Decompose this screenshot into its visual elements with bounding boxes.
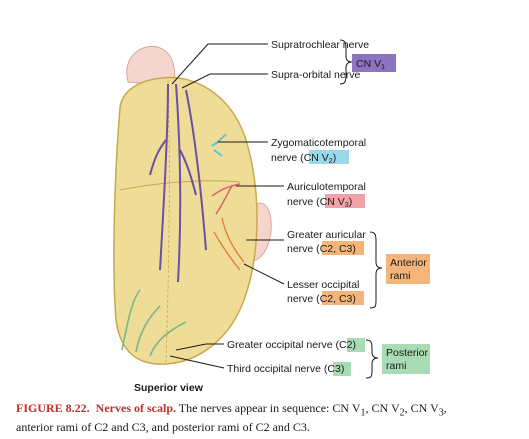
posterior-rami-label-line2: rami: [386, 360, 406, 372]
anterior-rami-label: Anterior: [390, 257, 427, 269]
figure-caption: FIGURE 8.22. Nerves of scalp. The nerves…: [16, 401, 524, 435]
lesser-occipital-label: Lesser occipital: [287, 279, 359, 291]
caption-line-2: anterior rami of C2 and C3, and posterio…: [16, 420, 310, 435]
caption-text-1: The nerves appear in sequence: CN V: [176, 401, 361, 415]
caption-sub-3: 3: [438, 407, 444, 419]
cn-v1-tag: CN V1: [356, 58, 385, 71]
zygomaticotemporal-label: Zygomaticotemporal: [271, 137, 366, 149]
anterior-rami-box: [386, 254, 430, 284]
auriculotemporal-label: Auriculotemporal: [287, 181, 366, 193]
cn-v1-nerves: [149, 83, 207, 283]
greater-auricular-label: Greater auricular: [287, 229, 366, 241]
posterior-rami-nerves: [121, 289, 187, 357]
cn-v1-box: [352, 54, 396, 72]
lesser-occipital-box: [322, 291, 364, 305]
third-occipital-label: Third occipital nerve (C3): [227, 363, 344, 375]
greater-occipital-label: Greater occipital nerve (C2): [227, 339, 356, 351]
greater-occipital-box: [347, 338, 365, 352]
posterior-rami-label: Posterior: [386, 347, 429, 359]
sagittal-suture: [165, 79, 170, 363]
supratrochlear-label: Supratrochlear nerve: [271, 39, 369, 51]
coronal-suture: [119, 180, 241, 191]
cn-v3-nerve: [211, 183, 241, 215]
cervical-anterior-nerves: [213, 217, 245, 271]
auriculotemporal-label-line2: nerve (CN V3): [287, 196, 352, 209]
anterior-rami-label-line2: rami: [390, 270, 410, 282]
lesser-occipital-label-line2: nerve (C2, C3): [287, 293, 356, 305]
third-occipital-box: [333, 362, 351, 376]
zygomaticotemporal-label-line2: nerve (CN V2): [271, 152, 336, 165]
view-label: Superior view: [134, 382, 204, 394]
caption-text-3: , CN V: [404, 401, 439, 415]
skull: [113, 76, 258, 365]
cn-v3-box: [325, 194, 365, 208]
caption-sub-1: 1: [360, 407, 366, 419]
nose-skin: [126, 45, 177, 87]
greater-auricular-box: [322, 241, 364, 255]
supraorbital-label: Supra-orbital nerve: [271, 69, 360, 81]
cn-v2-box: [309, 150, 349, 164]
posterior-rami-brace: [365, 339, 379, 379]
leader-lines: [169, 43, 285, 369]
caption-text-2: , CN V: [365, 401, 400, 415]
figure-title: Nerves of scalp.: [95, 401, 176, 415]
figure-number: FIGURE 8.22.: [16, 401, 90, 415]
posterior-rami-box: [382, 344, 430, 374]
caption-sub-2: 2: [399, 407, 405, 419]
greater-auricular-label-line2: nerve (C2, C3): [287, 243, 356, 255]
cn-v2-nerve: [211, 133, 227, 157]
caption-text-4: ,: [443, 401, 447, 415]
anterior-rami-brace: [369, 231, 383, 309]
